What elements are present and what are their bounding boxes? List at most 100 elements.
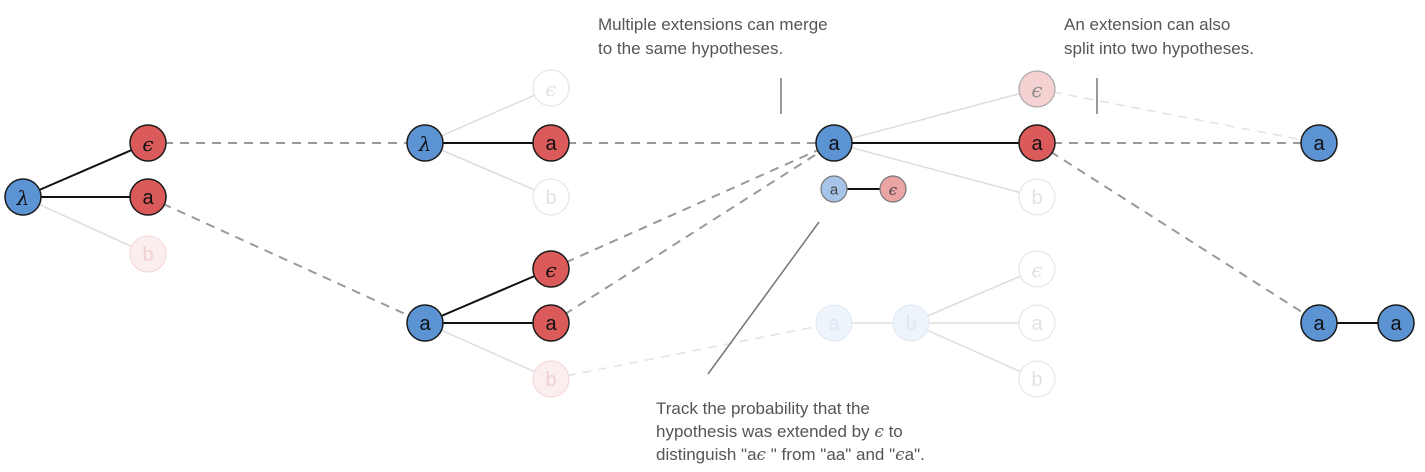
edge-h2_b-to-f1 [550, 322, 835, 380]
node-f2: b [892, 304, 930, 342]
edge-c1_a-to-h2 [147, 196, 426, 324]
node-circle-r2 [1300, 304, 1338, 342]
node-circle-m [815, 124, 853, 162]
edge-m_a-to-r2 [1036, 142, 1320, 324]
node-label-c1_eps: ϵ [142, 132, 153, 156]
edge-h1-to-h1_b [424, 142, 552, 198]
track-line2-prefix: hypothesis was extended by [656, 422, 874, 441]
node-bg-f1 [816, 305, 852, 341]
node-h1: λ [406, 124, 444, 162]
track-line3-middle: " from "aa" and " [766, 445, 895, 464]
node-f2_a: a [1018, 304, 1056, 342]
node-circle-f2_eps [1018, 250, 1056, 288]
node-label-h2: a [419, 313, 431, 335]
node-circle-r1 [1300, 124, 1338, 162]
edge-m-to-m_eps [833, 88, 1038, 144]
track-line3-symbol2: ϵ [895, 445, 905, 465]
node-circle-m_a [1018, 124, 1056, 162]
node-bg-h2_b [533, 361, 569, 397]
node-circle-m_prob_a [820, 175, 848, 203]
node-label-c1_a: a [142, 187, 154, 209]
node-m_prob_a: a [820, 175, 848, 203]
node-circle-h1_eps [532, 69, 570, 107]
track-annotation-line2: hypothesis was extended by ϵ to [656, 422, 903, 442]
node-label-m_prob_a: a [830, 182, 839, 199]
node-label-f2_eps: ϵ [1031, 258, 1042, 282]
track-annotation-line3: distinguish "aϵ " from "aa" and "ϵa". [656, 445, 925, 465]
node-circle-h1_b [532, 178, 570, 216]
node-h2_eps: ϵ [532, 250, 570, 288]
node-f2_eps: ϵ [1018, 250, 1056, 288]
edge-m_eps-to-r1 [1036, 88, 1320, 144]
edge-h2_eps-to-m [550, 142, 835, 270]
node-circle-root [4, 178, 42, 216]
node-h2: a [406, 304, 444, 342]
node-h1_eps: ϵ [532, 69, 570, 107]
merge-annotation: Multiple extensions can merge to the sam… [598, 15, 828, 58]
node-label-c1_b: b [142, 244, 153, 266]
node-label-h1_eps: ϵ [545, 77, 556, 101]
node-f2_b: b [1018, 360, 1056, 398]
node-label-m: a [828, 133, 840, 155]
node-label-f1: a [828, 313, 840, 335]
node-circle-c1_b [129, 235, 167, 273]
node-circle-c1_a [129, 178, 167, 216]
node-label-f2_a: a [1031, 313, 1043, 335]
node-label-root: λ [16, 186, 30, 210]
node-h2_b: b [532, 360, 570, 398]
node-bg-c1_b [130, 236, 166, 272]
node-circle-m_prob_eps [879, 175, 907, 203]
node-label-m_eps: ϵ [1031, 78, 1042, 102]
track-annotation-line1: Track the probability that the [656, 399, 870, 418]
node-c1_eps: ϵ [129, 124, 167, 162]
track-line3-prefix: distinguish "a [656, 445, 757, 464]
node-m_b: b [1018, 178, 1056, 216]
node-circle-h2_a [532, 304, 570, 342]
edge-h2_a-to-m [550, 142, 835, 324]
node-m_a: a [1018, 124, 1056, 162]
node-label-m_b: b [1031, 187, 1042, 209]
node-label-f2: b [905, 313, 916, 335]
node-r3: a [1377, 304, 1415, 342]
node-c1_a: a [129, 178, 167, 216]
node-circle-m_eps [1018, 70, 1056, 108]
node-c1_b: b [129, 235, 167, 273]
edge-m-to-m_b [833, 142, 1038, 198]
node-circle-f2_a [1018, 304, 1056, 342]
edge-f2-to-f2_b [910, 322, 1038, 380]
node-r1: a [1300, 124, 1338, 162]
node-label-m_a: a [1031, 133, 1043, 155]
node-label-h2_b: b [545, 369, 556, 391]
track-line3-suffix: a". [905, 445, 925, 464]
node-circle-h1 [406, 124, 444, 162]
node-label-h2_a: a [545, 313, 557, 335]
track-line2-suffix: to [884, 422, 903, 441]
node-label-r3: a [1390, 313, 1402, 335]
node-h1_a: a [532, 124, 570, 162]
node-m: a [815, 124, 853, 162]
node-circle-f2 [892, 304, 930, 342]
merge-annotation-line2: to the same hypotheses. [598, 39, 783, 58]
node-label-r1: a [1313, 133, 1325, 155]
node-label-h1_a: a [545, 133, 557, 155]
edge-h2-to-h2_eps [424, 268, 552, 324]
track-line3-symbol: ϵ [757, 445, 767, 465]
edge-root-to-c1_eps [22, 142, 149, 198]
node-circle-h1_a [532, 124, 570, 162]
node-bg-m_eps [1019, 71, 1055, 107]
node-h2_a: a [532, 304, 570, 342]
node-circle-f2_b [1018, 360, 1056, 398]
track-line2-symbol: ϵ [874, 422, 884, 442]
node-bg-f2 [893, 305, 929, 341]
node-label-m_prob_eps: ϵ [889, 181, 898, 199]
node-circle-h2 [406, 304, 444, 342]
node-label-h1: λ [418, 132, 432, 156]
edge-f2-to-f2_eps [910, 268, 1038, 324]
node-r2: a [1300, 304, 1338, 342]
node-circle-m_b [1018, 178, 1056, 216]
merge-annotation-line1: Multiple extensions can merge [598, 15, 828, 34]
track-pointer-line [707, 221, 820, 375]
pointer-lines [707, 78, 1098, 375]
node-circle-c1_eps [129, 124, 167, 162]
split-annotation-line1: An extension can also [1064, 15, 1230, 34]
